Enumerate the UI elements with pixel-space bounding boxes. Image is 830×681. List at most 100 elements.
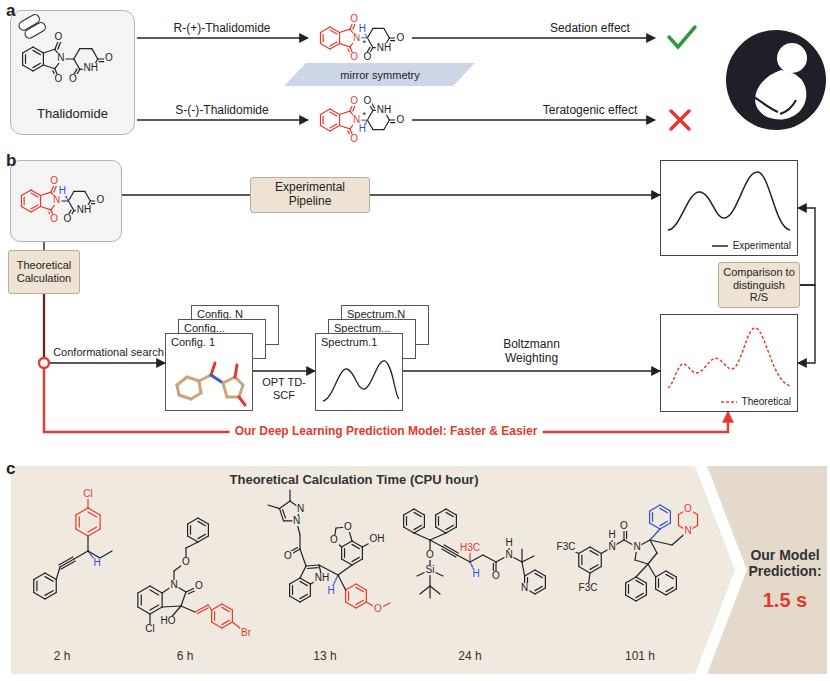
bond bbox=[356, 584, 366, 590]
fetus-body bbox=[755, 70, 806, 119]
atom-label: O bbox=[181, 557, 191, 567]
bond bbox=[198, 536, 208, 542]
bond bbox=[414, 525, 421, 529]
atom-label: O bbox=[363, 96, 373, 106]
atom-label: O bbox=[54, 32, 64, 42]
bond bbox=[352, 559, 362, 565]
stick bbox=[239, 397, 245, 405]
bond bbox=[208, 524, 209, 536]
atom-label: O bbox=[363, 52, 373, 62]
bond bbox=[100, 515, 101, 529]
fetus-head bbox=[777, 43, 807, 73]
bond bbox=[404, 527, 414, 533]
bond bbox=[342, 541, 352, 547]
stick bbox=[235, 365, 237, 377]
cross-mark bbox=[671, 111, 689, 129]
bond bbox=[33, 65, 43, 71]
bond bbox=[579, 567, 590, 574]
bond bbox=[88, 512, 97, 517]
bond bbox=[212, 622, 222, 628]
connector bbox=[403, 370, 660, 371]
bond bbox=[300, 566, 306, 578]
bond bbox=[320, 27, 330, 33]
bond bbox=[74, 551, 88, 559]
stick bbox=[199, 375, 211, 381]
pill-icon bbox=[17, 13, 47, 40]
atom-label: H bbox=[504, 538, 513, 548]
bond bbox=[545, 576, 546, 588]
connector bbox=[370, 194, 660, 195]
spectrum-chart: Experimental bbox=[660, 160, 798, 256]
arrow bbox=[412, 119, 655, 120]
atom-label: O bbox=[373, 604, 383, 614]
bond bbox=[222, 620, 229, 624]
chevron-shape bbox=[707, 466, 827, 674]
atom-label: H bbox=[358, 124, 367, 134]
mirror-plane: mirror symmetry bbox=[285, 64, 475, 86]
prediction-chevron: Our Model Prediction:1.5 s bbox=[708, 467, 828, 675]
mirror-plane-shape bbox=[284, 63, 475, 86]
bond bbox=[88, 527, 97, 532]
bond bbox=[414, 527, 424, 533]
bond bbox=[24, 197, 25, 205]
stick bbox=[199, 381, 201, 393]
bond bbox=[300, 581, 307, 585]
bond bbox=[74, 49, 80, 59]
atom-label: NH bbox=[83, 63, 99, 73]
bond bbox=[521, 549, 522, 562]
bond bbox=[456, 515, 457, 527]
atom-label: Cl bbox=[144, 624, 155, 634]
bond bbox=[649, 511, 650, 523]
arrow bbox=[137, 37, 308, 38]
atom-label: O bbox=[63, 214, 73, 224]
atom-label: O bbox=[349, 52, 359, 62]
atom-label: NH bbox=[314, 573, 330, 583]
bond bbox=[45, 573, 56, 580]
bond bbox=[320, 126, 330, 132]
bond bbox=[635, 560, 648, 564]
bond bbox=[181, 592, 186, 606]
bond bbox=[344, 549, 345, 558]
bond bbox=[660, 521, 667, 525]
bond bbox=[373, 28, 384, 29]
spectrum-curve bbox=[323, 361, 399, 401]
bond bbox=[138, 586, 150, 593]
bond bbox=[150, 605, 159, 610]
bond bbox=[660, 505, 670, 511]
bond bbox=[446, 509, 456, 515]
text-label: 24 h bbox=[458, 650, 481, 662]
bond bbox=[187, 524, 188, 536]
atom-label: O bbox=[349, 14, 359, 24]
bond bbox=[21, 196, 22, 207]
fetus-limb bbox=[752, 96, 778, 112]
bond bbox=[430, 540, 443, 547]
atom-label: N bbox=[352, 33, 361, 43]
bond bbox=[330, 30, 337, 34]
bond bbox=[283, 510, 286, 518]
bond bbox=[31, 207, 41, 213]
bond bbox=[636, 564, 648, 577]
bond bbox=[88, 551, 100, 558]
atom-label: O bbox=[396, 115, 406, 125]
bond bbox=[330, 109, 340, 115]
bond bbox=[535, 586, 542, 590]
atom-label: N bbox=[504, 550, 513, 560]
bond bbox=[330, 27, 340, 33]
bond bbox=[292, 586, 293, 595]
atom-label: O bbox=[283, 551, 293, 561]
bond bbox=[323, 34, 324, 42]
bond bbox=[198, 521, 205, 525]
atom-label: Cl bbox=[82, 489, 93, 499]
bond bbox=[198, 608, 208, 614]
edge-label: Conformational search bbox=[53, 346, 164, 359]
connector bbox=[122, 194, 250, 195]
config-card: Config. 1 bbox=[165, 333, 253, 411]
bond bbox=[307, 567, 317, 569]
bond bbox=[646, 583, 647, 595]
atom-label: N bbox=[296, 504, 305, 514]
bond bbox=[367, 28, 373, 38]
edge-label: Boltzmann Weighting bbox=[487, 338, 577, 366]
panel-letter: b bbox=[6, 152, 16, 169]
bond bbox=[186, 542, 198, 548]
bond bbox=[45, 593, 56, 600]
